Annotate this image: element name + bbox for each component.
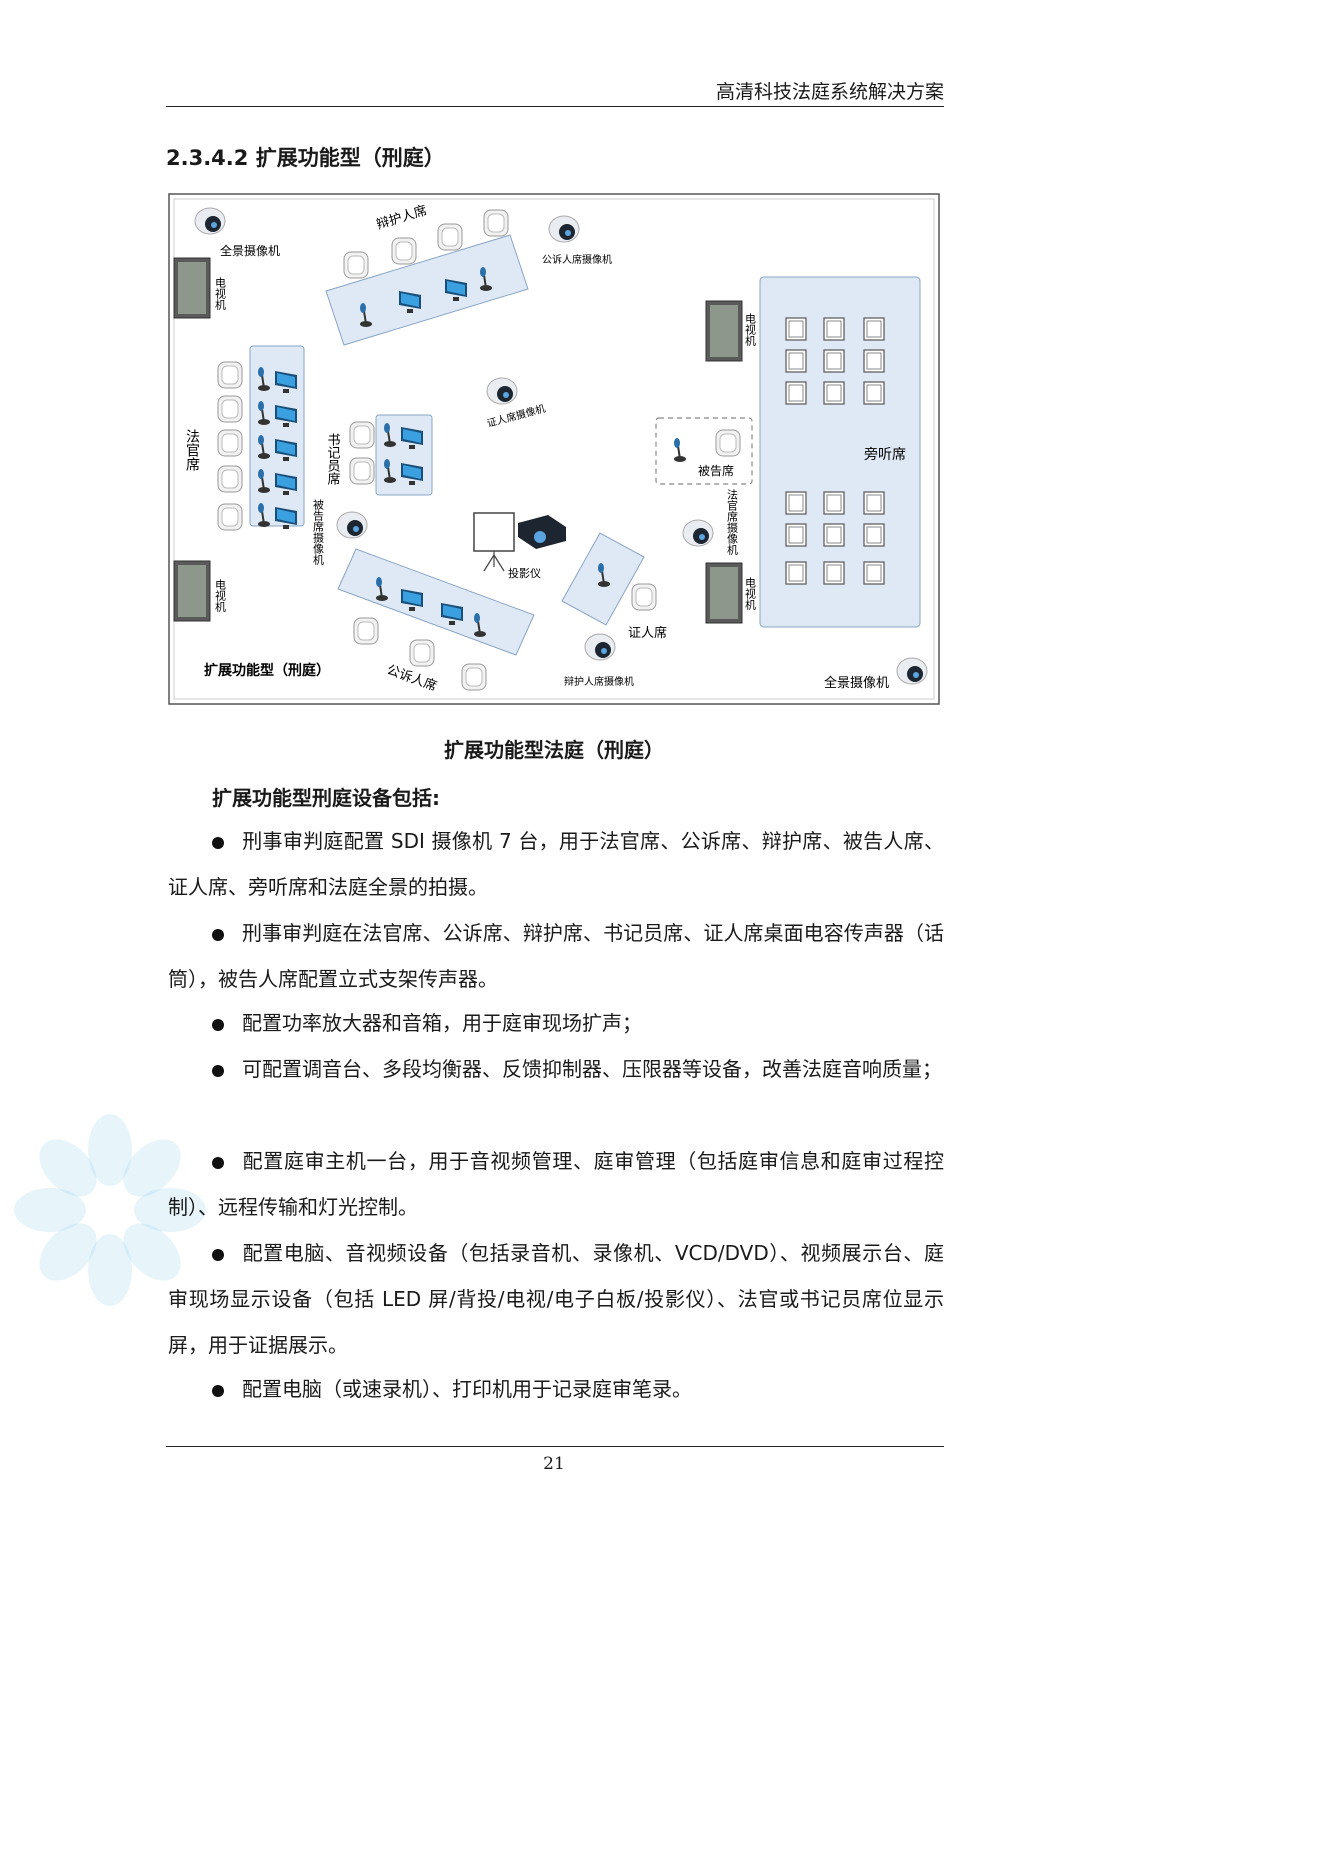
camera-icon — [896, 657, 928, 685]
bullet-dot — [212, 1018, 224, 1031]
diagram-label-projector: 投影仪 — [508, 566, 541, 580]
diagram-label-witness-seat: 证人席 — [628, 625, 667, 641]
defense-table — [325, 234, 529, 346]
figure-caption: 扩展功能型法庭（刑庭） — [444, 738, 664, 762]
bullet-item: 刑事审判庭配置 SDI 摄像机 7 台，用于法官席、公诉席、辩护席、被告人席、证… — [168, 818, 944, 910]
witness-desk — [561, 532, 645, 626]
gallery-area — [759, 276, 921, 628]
bullet-dot — [212, 928, 224, 941]
camera-icon — [336, 511, 368, 539]
bullet-text: 配置电脑（或速录机）、打印机用于记录庭审笔录。 — [242, 1377, 692, 1401]
camera-icon — [548, 215, 580, 243]
courtroom-diagram: 全景摄像机 电视机 辩护人席 公诉人席摄像机 法官席 书记员席 证人席摄像机 被… — [168, 193, 940, 705]
projector-screen — [473, 512, 515, 572]
bullet-item: 配置功率放大器和音箱，用于庭审现场扩声； — [168, 1000, 944, 1046]
diagram-label-defendant-camera: 被告席摄像机 — [312, 499, 325, 565]
clerk-desk — [375, 414, 433, 496]
witness-chair — [631, 583, 657, 611]
judge-bench — [249, 345, 305, 529]
diagram-label-prosecution-camera: 公诉人席摄像机 — [542, 253, 612, 266]
bullet-item: 可配置调音台、多段均衡器、反馈抑制器、压限器等设备，改善法庭音响质量； — [168, 1046, 944, 1092]
diagram-label-judge-camera: 法官席摄像机 — [726, 488, 739, 555]
bullet-text: 刑事审判庭在法官席、公诉席、辩护席、书记员席、证人席桌面电容传声器（话筒），被告… — [168, 921, 944, 991]
prosecution-table — [337, 548, 535, 656]
bullet-item: 配置电脑、音视频设备（包括录音机、录像机、VCD/DVD）、视频展示台、庭审现场… — [168, 1230, 944, 1368]
bullet-text: 刑事审判庭配置 SDI 摄像机 7 台，用于法官席、公诉席、辩护席、被告人席、证… — [168, 829, 944, 899]
bullet-dot — [212, 1064, 224, 1077]
projector-icon — [518, 515, 566, 549]
bullet-dot — [212, 836, 224, 849]
page-header: 高清科技法庭系统解决方案 — [166, 78, 944, 107]
bullet-text: 配置电脑、音视频设备（包括录音机、录像机、VCD/DVD）、视频展示台、庭审现场… — [168, 1241, 944, 1357]
bullet-dot — [212, 1156, 224, 1169]
page-number: 21 — [543, 1454, 565, 1474]
tv-icon — [173, 560, 211, 622]
camera-icon — [194, 207, 226, 235]
camera-icon — [682, 519, 714, 547]
diagram-label-judge-seat: 法官席 — [184, 429, 200, 471]
bullet-text: 配置庭审主机一台，用于音视频管理、庭审管理（包括庭审信息和庭审过程控制）、远程传… — [168, 1149, 944, 1219]
footer-rule — [166, 1446, 944, 1447]
tv-icon — [705, 300, 743, 362]
bullet-text: 可配置调音台、多段均衡器、反馈抑制器、压限器等设备，改善法庭音响质量； — [242, 1057, 942, 1081]
diagram-label-tv-2: 电视机 — [214, 579, 227, 612]
diagram-label-clerk-seat: 书记员席 — [325, 433, 341, 485]
section-title: 2.3.4.2 扩展功能型（刑庭） — [166, 146, 445, 170]
diagram-label-tv-3: 电视机 — [744, 313, 757, 346]
diagram-label-tv-1: 电视机 — [214, 277, 227, 310]
tv-icon — [173, 257, 211, 319]
diagram-label-gallery: 旁听席 — [864, 446, 906, 463]
defendant-area — [655, 417, 753, 485]
diagram-title: 扩展功能型（刑庭） — [204, 662, 330, 679]
intro-heading: 扩展功能型刑庭设备包括: — [212, 786, 440, 810]
diagram-label-defendant-seat: 被告席 — [698, 463, 734, 478]
camera-icon — [486, 377, 518, 405]
header-title: 高清科技法庭系统解决方案 — [715, 81, 944, 103]
bullet-dot — [212, 1248, 224, 1261]
bullet-dot — [212, 1384, 224, 1397]
diagram-label-panorama-camera-bottom: 全景摄像机 — [824, 675, 889, 691]
tv-icon — [705, 562, 743, 624]
bullet-item: 配置电脑（或速录机）、打印机用于记录庭审笔录。 — [168, 1366, 944, 1412]
diagram-label-panorama-camera-top: 全景摄像机 — [220, 243, 280, 258]
bullet-item: 配置庭审主机一台，用于音视频管理、庭审管理（包括庭审信息和庭审过程控制）、远程传… — [168, 1138, 944, 1230]
bullet-item: 刑事审判庭在法官席、公诉席、辩护席、书记员席、证人席桌面电容传声器（话筒），被告… — [168, 910, 944, 1002]
judge-chairs — [217, 361, 243, 531]
camera-icon — [584, 633, 616, 661]
diagram-label-defense-camera: 辩护人席摄像机 — [564, 675, 634, 688]
bullet-text: 配置功率放大器和音箱，用于庭审现场扩声； — [242, 1011, 642, 1035]
diagram-label-tv-4: 电视机 — [744, 577, 757, 610]
